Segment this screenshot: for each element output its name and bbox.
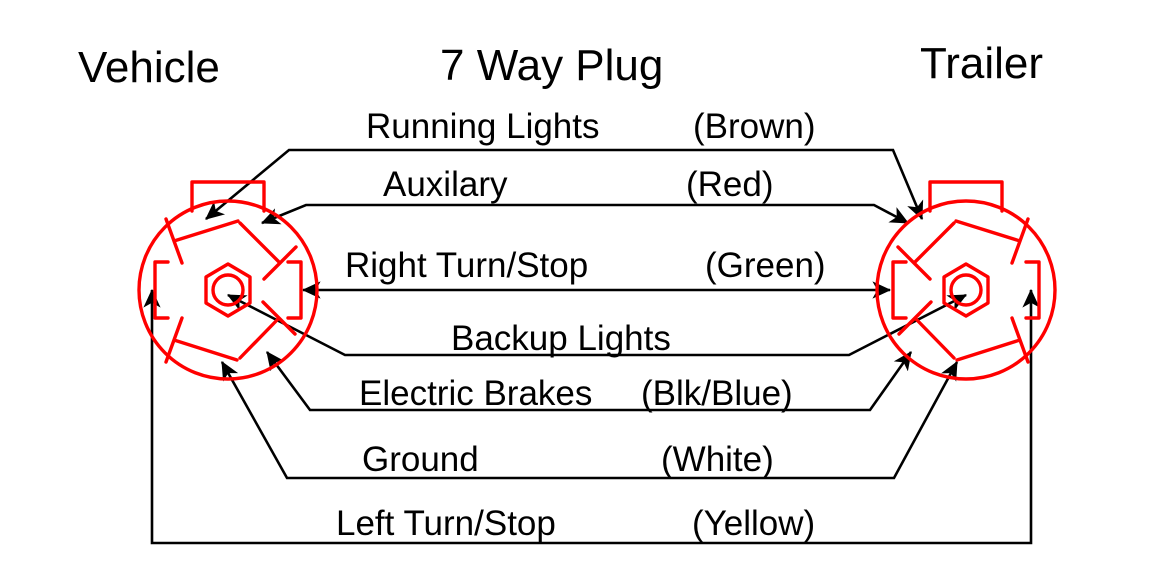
terminal-lower-right[interactable] — [955, 316, 1030, 364]
terminal-upper-left[interactable] — [164, 217, 240, 265]
center-terminal-hex[interactable] — [204, 262, 252, 318]
wire-color-ground: (White) — [661, 440, 774, 479]
wire-label-backup-lights: Backup Lights — [451, 319, 671, 358]
wire-color-electric-brakes: (Blk/Blue) — [641, 374, 793, 413]
terminal-lower-right[interactable] — [238, 300, 297, 360]
trailer-connector[interactable] — [875, 180, 1057, 381]
wire-label-right-turn-stop: Right Turn/Stop — [345, 246, 589, 285]
label-trailer: Trailer — [920, 39, 1044, 88]
label-vehicle: Vehicle — [78, 43, 220, 92]
wire-path-running-lights — [205, 148, 924, 221]
wire-color-running-lights: (Brown) — [693, 107, 816, 146]
center-terminal-ring[interactable] — [211, 273, 245, 307]
terminal-right-middle[interactable] — [1024, 260, 1041, 320]
diagram-title: 7 Way Plug — [440, 41, 664, 90]
terminal-right-middle[interactable] — [286, 260, 303, 320]
vehicle-connector[interactable] — [137, 180, 319, 381]
wire-label-ground: Ground — [362, 440, 479, 479]
center-terminal-hex[interactable] — [942, 262, 990, 318]
wire-path-ground — [220, 361, 959, 480]
connector-body-circle — [875, 199, 1057, 381]
wire-label-running-lights: Running Lights — [366, 107, 600, 146]
terminal-left-middle[interactable] — [153, 260, 170, 320]
terminal-lower-left[interactable] — [897, 300, 956, 360]
terminal-upper-right[interactable] — [238, 221, 298, 281]
wire-path-left-turn-stop — [143, 288, 1040, 545]
terminal-lower-left[interactable] — [164, 316, 239, 364]
center-terminal-ring[interactable] — [949, 273, 983, 307]
terminal-left-middle[interactable] — [891, 260, 908, 320]
terminal-upper-left[interactable] — [896, 221, 956, 281]
wire-path-backup-lights — [227, 293, 967, 357]
wire-label-auxilary: Auxilary — [383, 165, 508, 204]
wire-label-left-turn-stop: Left Turn/Stop — [336, 504, 556, 543]
wire-label-electric-brakes: Electric Brakes — [359, 374, 593, 413]
connector-keyway-tab — [928, 180, 1004, 213]
wire-color-right-turn-stop: (Green) — [705, 246, 826, 285]
wire-path-electric-brakes — [265, 351, 913, 412]
wire-path-auxilary — [260, 203, 909, 225]
connector-keyway-tab — [190, 180, 266, 213]
connector-body-circle — [137, 199, 319, 381]
wire-color-auxilary: (Red) — [686, 165, 774, 204]
terminal-upper-right[interactable] — [954, 217, 1030, 265]
wire-line-group — [143, 148, 1040, 545]
wire-color-left-turn-stop: (Yellow) — [692, 504, 816, 543]
